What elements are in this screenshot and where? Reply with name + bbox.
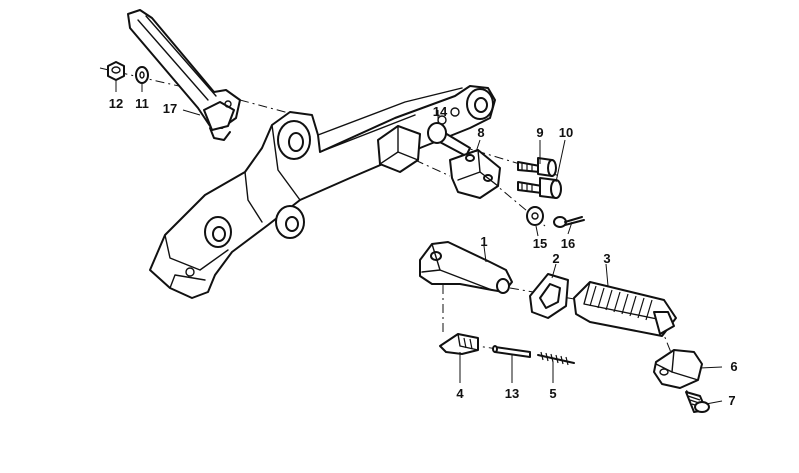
callout-17: 17 [163, 101, 177, 116]
screw-part-7 [685, 391, 710, 413]
callout-5: 5 [549, 386, 556, 401]
bolt-part-9 [517, 157, 557, 177]
bolt-part-10 [517, 177, 562, 199]
callout-4: 4 [456, 386, 464, 401]
pin-part-13 [492, 345, 531, 358]
cap-part-6 [653, 349, 703, 389]
callout-10: 10 [559, 125, 573, 140]
callout-13: 13 [505, 386, 519, 401]
callout-6: 6 [730, 359, 737, 374]
callout-2: 2 [552, 251, 559, 266]
pin-part-14 [427, 122, 471, 157]
mount-bracket-part-8 [449, 149, 501, 199]
callout-12: 12 [109, 96, 123, 111]
footpeg-part-1 [419, 241, 513, 294]
callout-14: 14 [433, 104, 448, 119]
callout-8: 8 [477, 125, 484, 140]
callout-16: 16 [561, 236, 575, 251]
washer-part-15 [526, 206, 544, 226]
clip-part-4 [439, 333, 479, 355]
callout-11: 11 [135, 96, 149, 111]
spring-part-5 [537, 351, 575, 366]
callout-1: 1 [480, 234, 487, 249]
rubber-footpeg-part-3 [573, 281, 677, 337]
footrest-bracket [149, 85, 496, 299]
washer-part-11 [135, 66, 149, 84]
lever-part-17 [127, 9, 241, 141]
callout-7: 7 [728, 393, 735, 408]
callout-9: 9 [536, 125, 543, 140]
leader-lines [115, 80, 723, 405]
callout-labels: 12 11 17 14 8 9 10 15 16 1 2 3 6 7 4 13 … [109, 96, 738, 408]
callout-3: 3 [603, 251, 610, 266]
split-pin-part-16 [553, 216, 585, 228]
callout-15: 15 [533, 236, 547, 251]
nut-part-12 [107, 61, 125, 81]
rubber-mount-part-2 [529, 273, 569, 319]
